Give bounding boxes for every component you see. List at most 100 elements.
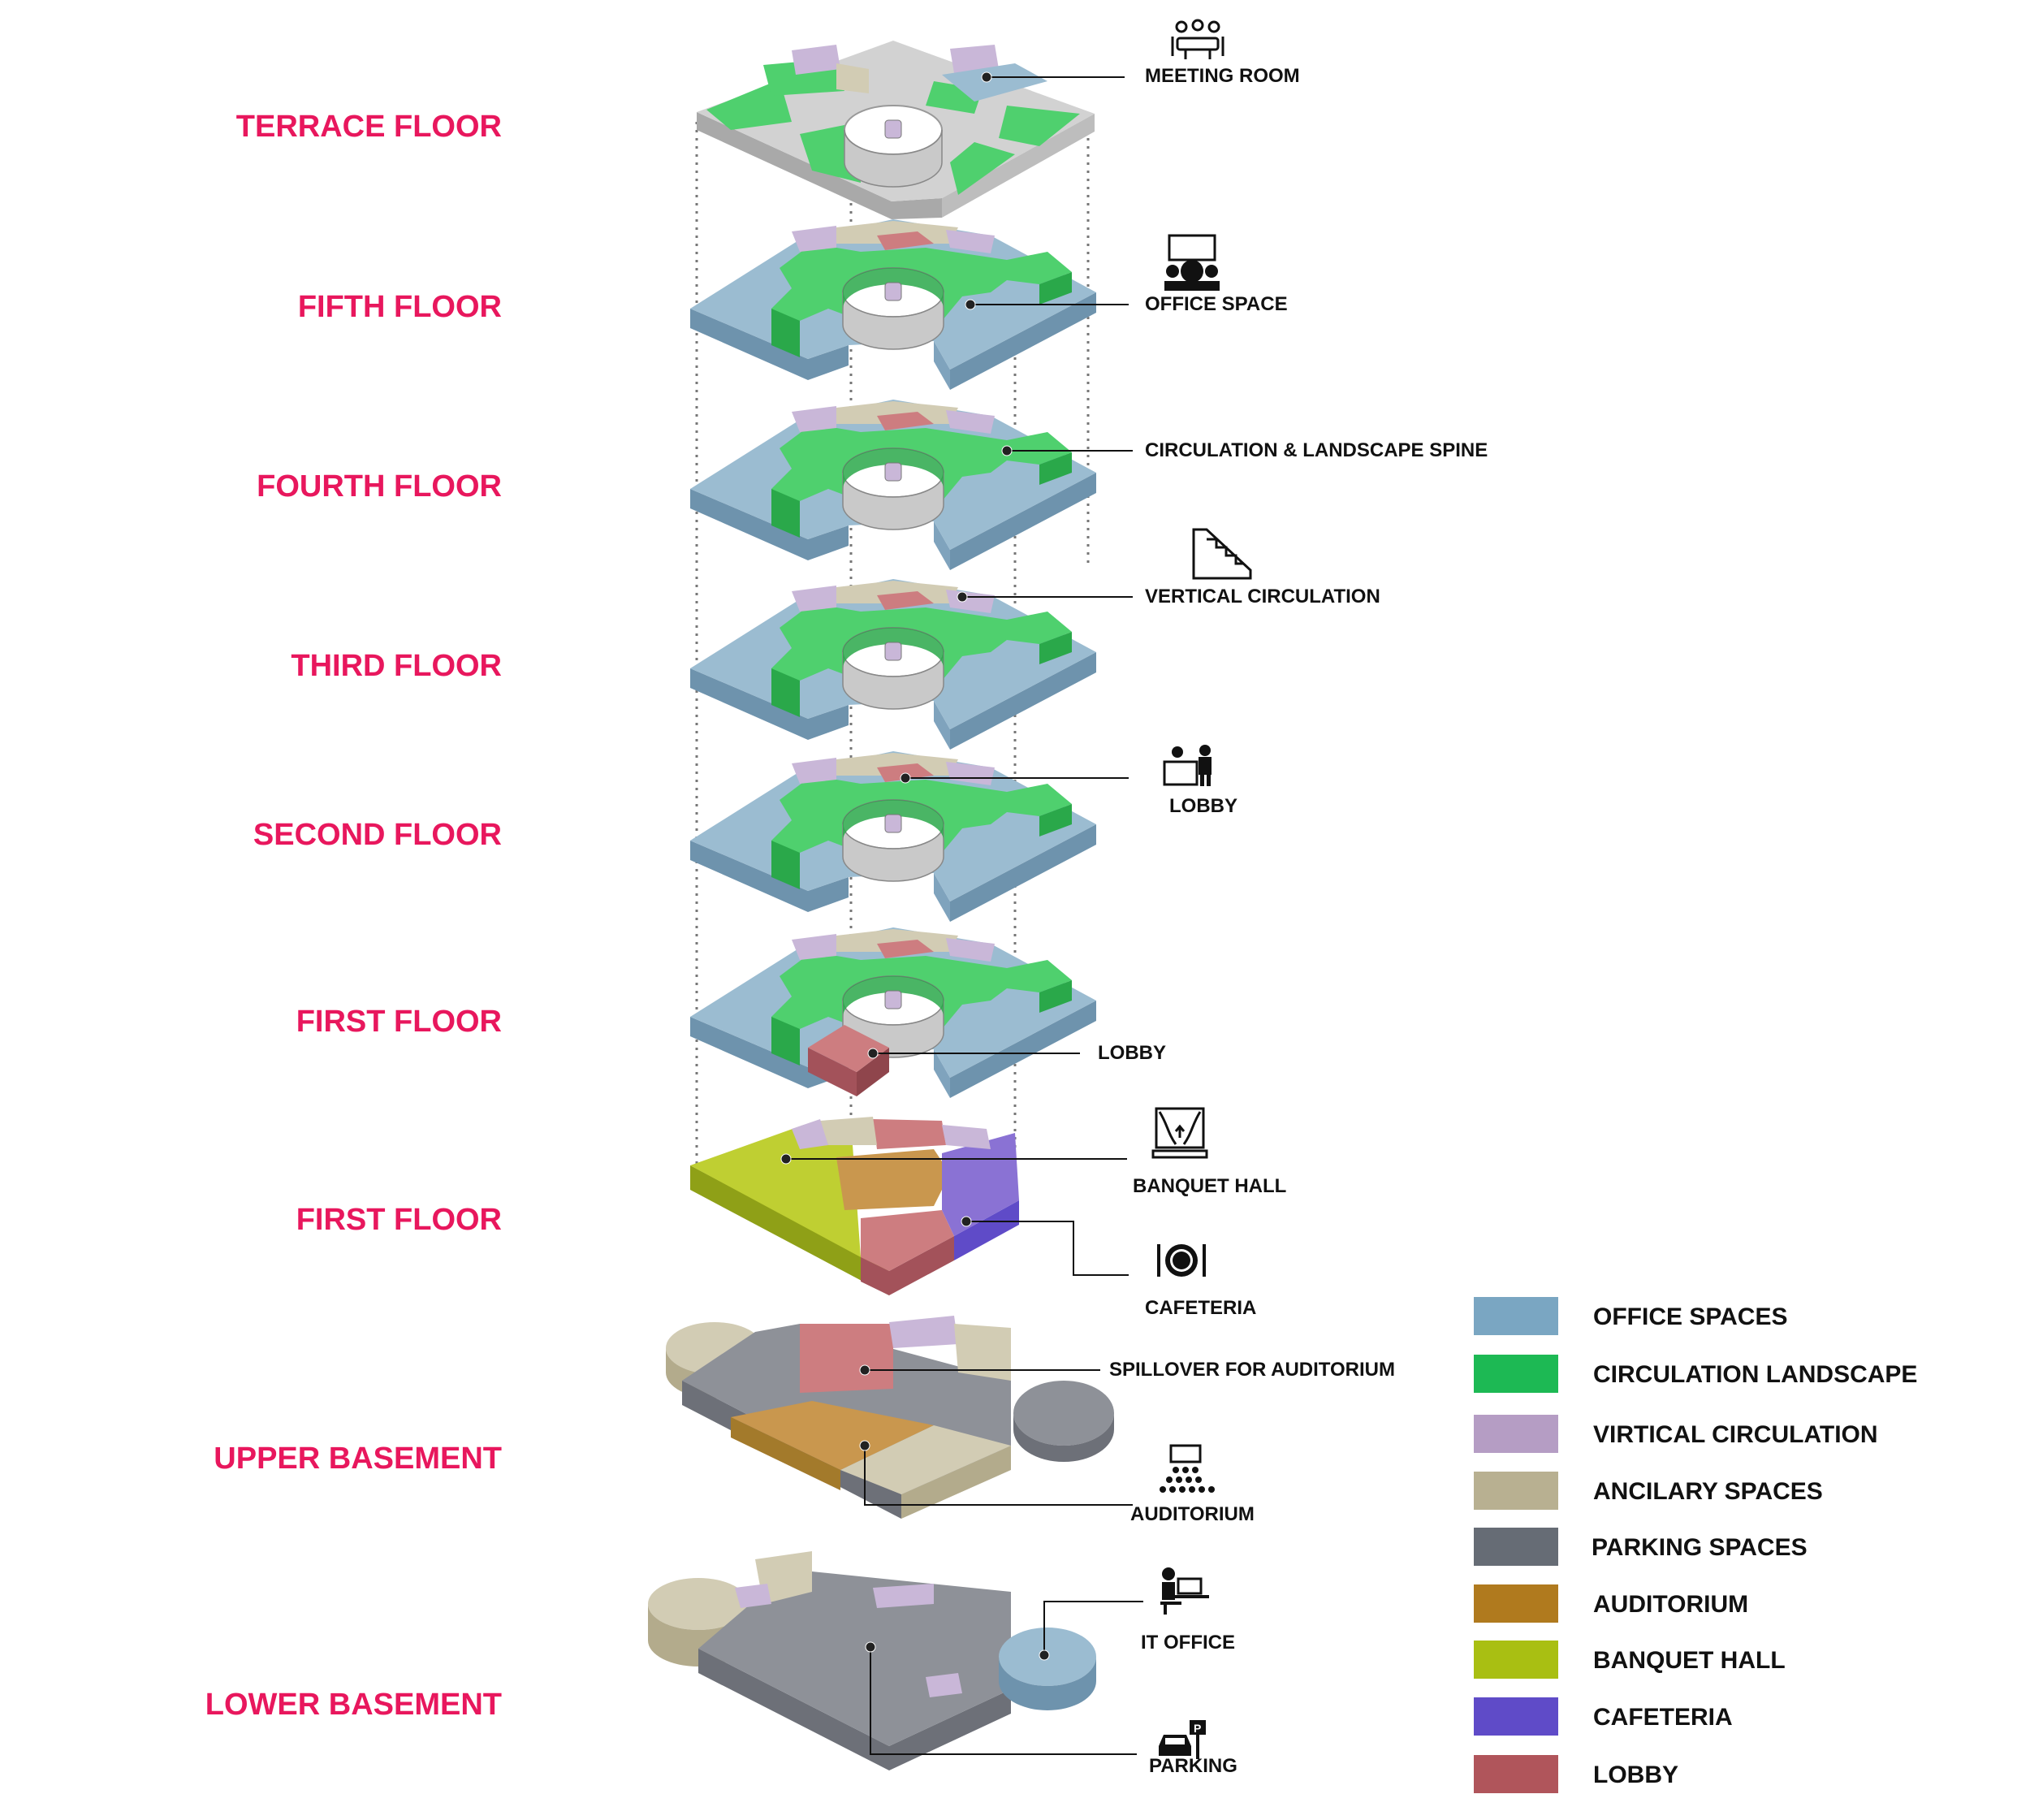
- floor-label-fifth: FIFTH FLOOR: [298, 290, 502, 324]
- dot-vertical-circulation: [957, 591, 968, 603]
- ub-round-right-side: [1013, 1413, 1114, 1462]
- dot-lobby-second: [900, 772, 911, 784]
- ground-violet-2: [942, 1125, 991, 1149]
- fourth-floor-slab: [689, 399, 1097, 571]
- dot-spillover: [859, 1364, 870, 1376]
- dot-parking: [865, 1641, 876, 1653]
- terrace-green-5: [950, 142, 1015, 195]
- legend-swatch-banquet-hall: [1474, 1641, 1558, 1679]
- terrace-core-column: [884, 119, 902, 139]
- legend-item: ANCILARY SPACES: [1474, 1472, 1823, 1510]
- callout-parking: PARKING: [1149, 1755, 1237, 1777]
- leader-cafeteria: [966, 1221, 1129, 1276]
- ground-side-left: [690, 1165, 889, 1295]
- reception-desk-icon: [1163, 745, 1212, 786]
- lower-basement-slab: [648, 1551, 1096, 1770]
- legend-item: CAFETERIA: [1474, 1697, 1733, 1736]
- callout-meeting-room: MEETING ROOM: [1145, 65, 1300, 87]
- third-floor-slab: [689, 578, 1097, 750]
- legend-label-cafeteria: CAFETERIA: [1593, 1704, 1733, 1731]
- terrace-ancillary: [836, 63, 869, 93]
- banquet-hall-icon: [1151, 1107, 1208, 1159]
- legend-swatch-ancillary-spaces: [1474, 1472, 1558, 1510]
- terrace-meeting-room: [942, 63, 1047, 102]
- upper-basement-slab: [666, 1316, 1114, 1519]
- floor-label-upper-basement: UPPER BASEMENT: [214, 1442, 502, 1476]
- legend-swatch-lobby: [1474, 1755, 1558, 1793]
- lb-violet-3: [926, 1673, 962, 1697]
- terrace-green-1: [706, 80, 792, 130]
- floor-label-second: SECOND FLOOR: [253, 818, 502, 852]
- terrace-green-4: [999, 106, 1080, 146]
- callout-lobby-second: LOBBY: [1169, 795, 1237, 817]
- callout-banquet-hall: BANQUET HALL: [1133, 1175, 1286, 1197]
- floor-label-first-lower: FIRST FLOOR: [296, 1203, 502, 1237]
- leader-auditorium: [864, 1446, 1133, 1506]
- lb-ancillary-top: [755, 1551, 812, 1604]
- callout-cafeteria: CAFETERIA: [1145, 1297, 1256, 1319]
- callout-circulation-spine: CIRCULATION & LANDSCAPE SPINE: [1145, 439, 1488, 461]
- legend-item: LOBBY: [1474, 1755, 1678, 1793]
- lb-round-left: [648, 1578, 749, 1630]
- callout-lobby-first: LOBBY: [1098, 1042, 1166, 1064]
- svg-text:P: P: [1194, 1722, 1201, 1735]
- legend-label-lobby: LOBBY: [1593, 1762, 1678, 1788]
- lb-violet-2: [873, 1584, 934, 1608]
- legend-label-ancillary-spaces: ANCILARY SPACES: [1593, 1478, 1823, 1505]
- legend-label-circulation-landscape: CIRCULATION LANDSCAPE: [1593, 1361, 1917, 1388]
- floor-label-terrace: TERRACE FLOOR: [236, 110, 502, 144]
- dot-it-office: [1039, 1649, 1050, 1661]
- terrace-slab-side: [697, 112, 942, 219]
- ground-banquet: [690, 1125, 861, 1257]
- terrace-core-wall: [844, 129, 943, 188]
- stairs-icon: [1192, 528, 1252, 580]
- dot-circulation: [1001, 445, 1013, 456]
- legend-swatch-cafeteria: [1474, 1697, 1558, 1736]
- dot-cafeteria: [961, 1216, 972, 1227]
- dot-auditorium: [859, 1440, 870, 1451]
- cafeteria-icon: [1157, 1244, 1206, 1277]
- lb-parking: [698, 1571, 1011, 1746]
- legend-swatch-auditorium: [1474, 1584, 1558, 1623]
- legend-item: PARKING SPACES: [1474, 1528, 1808, 1566]
- ground-side-cafeteria: [954, 1200, 1019, 1260]
- office-space-icon: [1164, 234, 1220, 291]
- first-floor-lobby-block: [808, 1025, 889, 1096]
- ground-ancillary: [820, 1117, 877, 1145]
- ub-spillover: [800, 1324, 893, 1393]
- dot-lobby-first: [867, 1048, 879, 1059]
- first-floor-upper-slab: [689, 927, 1097, 1099]
- legend-label-vertical-circulation: VIRTICAL CIRCULATION: [1593, 1421, 1878, 1448]
- legend-label-banquet-hall: BANQUET HALL: [1593, 1647, 1786, 1674]
- legend: OFFICE SPACES CIRCULATION LANDSCAPE VIRT…: [1474, 1297, 1917, 1793]
- meeting-room-icon: [1171, 19, 1224, 59]
- lb-side-right: [889, 1689, 1011, 1770]
- ground-violet-1: [792, 1119, 828, 1149]
- ub-ancillary-right: [954, 1324, 1011, 1381]
- ground-auditorium-core: [836, 1149, 950, 1210]
- ground-lobby-south: [861, 1210, 954, 1271]
- legend-item: CIRCULATION LANDSCAPE: [1474, 1355, 1917, 1393]
- legend-label-auditorium: AUDITORIUM: [1593, 1591, 1748, 1618]
- leader-parking: [870, 1647, 1137, 1755]
- ub-auditorium: [731, 1401, 934, 1470]
- callout-spillover: SPILLOVER FOR AUDITORIUM: [1109, 1359, 1395, 1381]
- dot-office-space: [965, 299, 976, 310]
- lb-it-office-side: [999, 1657, 1096, 1710]
- legend-label-office-spaces: OFFICE SPACES: [1593, 1303, 1787, 1330]
- auditorium-icon: [1160, 1444, 1215, 1493]
- ub-round-right: [1013, 1381, 1114, 1446]
- callout-it-office: IT OFFICE: [1141, 1632, 1235, 1654]
- terrace-violet-1: [792, 45, 840, 75]
- floor-label-third: THIRD FLOOR: [291, 649, 502, 683]
- ub-auditorium-side: [731, 1417, 840, 1490]
- legend-item: OFFICE SPACES: [1474, 1297, 1787, 1335]
- lb-side-left: [698, 1649, 889, 1770]
- ground-side-lobby: [861, 1236, 954, 1295]
- lb-violet-1: [735, 1584, 771, 1608]
- ub-ancillary-south: [840, 1425, 1011, 1494]
- parking-icon: P: [1159, 1720, 1206, 1759]
- it-office-icon: [1160, 1567, 1209, 1615]
- floor-labels: TERRACE FLOOR FIFTH FLOOR FOURTH FLOOR T…: [205, 110, 502, 1722]
